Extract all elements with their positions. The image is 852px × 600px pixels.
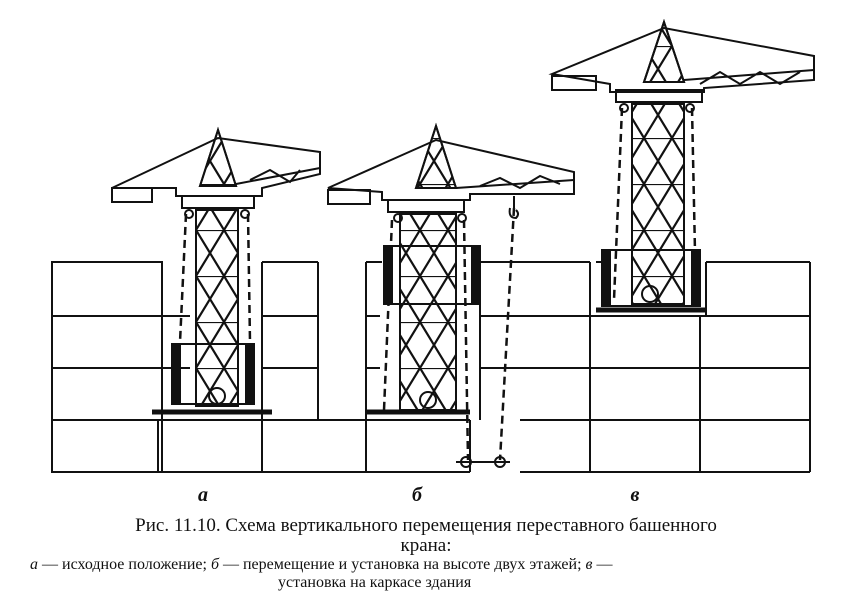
crane-a <box>111 126 321 415</box>
crane-b <box>327 122 575 468</box>
caption-item-b-text: — перемещение и установка на высоте двух… <box>218 556 586 573</box>
caption-title-text: Схема вертикального перемещения перестав… <box>225 515 717 536</box>
panel-label-b: б <box>412 484 422 506</box>
figure-caption: Рис. 11.10. Схема вертикального перемеще… <box>20 516 832 592</box>
caption-item-a-key: а <box>30 556 38 573</box>
panel-label-a: а <box>198 484 208 506</box>
caption-item-c-text: — <box>592 556 613 573</box>
caption-item-c-key: в <box>585 556 593 573</box>
panel-label-c: в <box>630 484 640 506</box>
crane-c <box>548 18 815 313</box>
caption-last-line: установка на каркасе здания <box>278 574 472 591</box>
caption-title: Рис. 11.10. Схема вертикального перемеще… <box>20 516 832 536</box>
caption-item-b-key: б <box>210 556 219 573</box>
caption-prefix: Рис. 11.10. <box>135 515 226 536</box>
building-right <box>590 261 811 472</box>
caption-item-a-text: — исходное положение; <box>38 556 211 573</box>
building-left <box>51 261 370 473</box>
caption-title-cont: крана: <box>400 535 452 556</box>
caption-items: а — исходное положение; б — перемещение … <box>20 556 832 574</box>
